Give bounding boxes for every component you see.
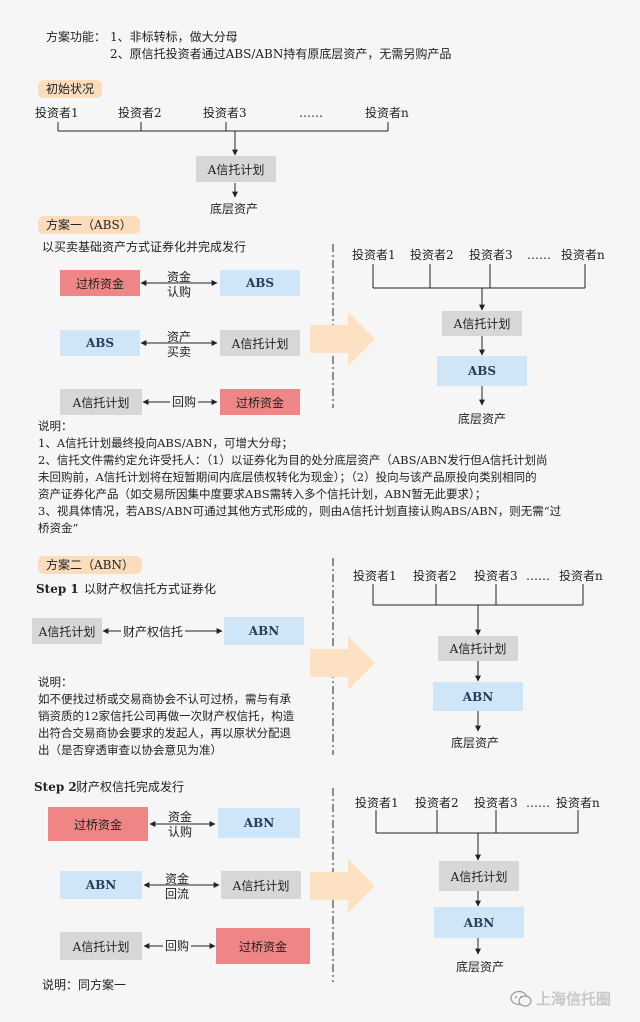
- big-arrow-1: [310, 312, 375, 366]
- step2-trust-box-3: A信托计划: [60, 932, 142, 960]
- initial-investor-3: 投资者3: [203, 106, 247, 120]
- step1-right-asset: 底层资产: [451, 736, 500, 750]
- plan1-notes: 说明： 1、A信托计划最终投向ABS/ABN，可增大分母； 2、信托文件需约定允…: [38, 418, 561, 537]
- initial-investor-ellipsis: ……: [299, 106, 323, 120]
- step2-abn-box-1: ABN: [218, 808, 300, 838]
- step1-note-0: 说明：: [38, 675, 73, 689]
- plan1-right-investor-1: 投资者1: [352, 248, 396, 262]
- plan1-note-1: 1、A信托计划最终投向ABS/ABN，可增大分母；: [38, 436, 293, 450]
- big-arrow-3: [310, 859, 375, 913]
- step2-right-investor-1: 投资者1: [355, 796, 399, 810]
- step2-right-trust-box: A信托计划: [439, 861, 519, 891]
- plan1-right-abs-box: ABS: [437, 356, 527, 386]
- plan1-label1-b: 认购: [167, 285, 192, 299]
- step1-title: Step 1: [36, 582, 79, 596]
- plan2-tag: 方案二（ABN）: [38, 556, 142, 574]
- initial-investor-1: 投资者1: [35, 106, 79, 120]
- big-arrow-2: [310, 636, 375, 690]
- plan1-trust-box-2: A信托计划: [220, 330, 300, 356]
- step2-right-abn-box: ABN: [434, 907, 524, 938]
- step1-right-investor-2: 投资者2: [413, 569, 457, 583]
- plan1-label3: 回购: [170, 395, 199, 409]
- step1-notes: 说明： 如不便找过桥或交易商协会不认可过桥，需与有承 销资质的12家信托公司再做…: [38, 674, 294, 759]
- plan1-right-trust-box: A信托计划: [442, 311, 522, 336]
- initial-tag: 初始状况: [38, 80, 103, 98]
- step1-right-abn-box: ABN: [433, 682, 523, 711]
- step2-label2-a: 资金: [165, 872, 190, 886]
- step1-right-trust-box: A信托计划: [438, 636, 518, 661]
- plan1-note-6: 桥资金”: [38, 521, 79, 535]
- plan1-abs-box-2: ABS: [60, 330, 140, 356]
- step1-note-4: 出（是否穿透审查以协会意见为准）: [38, 743, 222, 757]
- step2-abn-box-2: ABN: [60, 871, 142, 899]
- step1-trust-box: A信托计划: [32, 618, 102, 644]
- plan1-note-5: 3、视具体情况，若ABS/ABN可通过其他方式形成的，则由A信托计划直接认购AB…: [38, 504, 562, 518]
- step2-label2-b: 回流: [165, 887, 190, 901]
- step2-trust-box-2: A信托计划: [221, 871, 301, 899]
- step1-right-investor-3: 投资者3: [474, 569, 518, 583]
- step2-title: Step 2: [34, 780, 77, 794]
- step2-right-investor-n: 投资者n: [556, 796, 600, 810]
- step2-right-investor-3: 投资者3: [474, 796, 518, 810]
- step1-right-investor-n: 投资者n: [559, 569, 603, 583]
- step2-label1-a: 资金: [168, 810, 193, 824]
- plan1-right-investor-3: 投资者3: [469, 248, 513, 262]
- plan1-right-investor-ellipsis: ……: [527, 248, 551, 262]
- step1-note-2: 销资质的12家信托公司再做一次财产权信托，构造: [38, 709, 295, 723]
- step1-abn-box: ABN: [224, 617, 304, 645]
- initial-asset: 底层资产: [210, 202, 259, 216]
- initial-trust-box: A信托计划: [196, 156, 276, 182]
- plan1-subtitle: 以买卖基础资产方式证券化并完成发行: [42, 240, 247, 254]
- step2-label3: 回购: [163, 939, 192, 953]
- plan1-right-investor-n: 投资者n: [561, 248, 605, 262]
- plan1-bridge-box-3: 过桥资金: [220, 389, 300, 415]
- watermark: 上海信托圈: [510, 988, 611, 1009]
- initial-investor-n: 投资者n: [365, 106, 409, 120]
- header-line2: 2、原信托投资者通过ABS/ABN持有原底层资产，无需另购产品: [110, 47, 452, 61]
- watermark-text: 上海信托圈: [536, 990, 612, 1008]
- header-label: 方案功能：: [46, 30, 107, 44]
- step1-note-1: 如不便找过桥或交易商协会不认可过桥，需与有承: [38, 692, 291, 706]
- step2-bridge-box-1: 过桥资金: [48, 807, 148, 841]
- step1-right-investor-ellipsis: ……: [526, 569, 550, 583]
- step2-subtitle: 财产权信托完成发行: [76, 780, 185, 794]
- plan1-note-3: 未回购前，A信托计划将在短暂期间内底层债权转化为现金）；（2）投向与该产品原投向…: [38, 470, 537, 484]
- step2-bridge-box-3: 过桥资金: [216, 928, 310, 964]
- step2-right-asset: 底层资产: [456, 960, 505, 974]
- step1-right-investor-1: 投资者1: [353, 569, 397, 583]
- step2-right-investor-2: 投资者2: [415, 796, 459, 810]
- initial-investor-2: 投资者2: [118, 106, 162, 120]
- plan1-trust-box-3: A信托计划: [60, 389, 142, 415]
- plan1-abs-box-1: ABS: [220, 270, 300, 296]
- plan1-label1-a: 资金: [167, 270, 192, 284]
- wechat-icon: [510, 990, 532, 1007]
- plan1-note-4: 资产证券化产品（如交易所因集中度要求ABS需转入多个信托计划，ABN暂无此要求）…: [38, 487, 487, 501]
- step2-label1-b: 认购: [168, 825, 193, 839]
- step2-note: 说明：同方案一: [42, 978, 127, 992]
- step1-subtitle: 以财产权信托方式证券化: [84, 582, 217, 596]
- plan1-note-2: 2、信托文件需约定允许受托人：（1）以证券化为目的处分底层资产（ABS/ABN发…: [38, 453, 548, 467]
- plan1-tag: 方案一（ABS）: [38, 216, 140, 234]
- header-line1: 1、非标转标，做大分母: [110, 30, 238, 44]
- plan1-label2-b: 买卖: [167, 345, 192, 359]
- plan1-label2-a: 资产: [167, 330, 192, 344]
- step1-note-3: 出符合交易商协会要求的发起人，再以原状分配退: [38, 726, 291, 740]
- plan1-note-0: 说明：: [38, 419, 73, 433]
- plan1-right-investor-2: 投资者2: [410, 248, 454, 262]
- plan1-bridge-box-1: 过桥资金: [60, 270, 140, 296]
- step2-right-investor-ellipsis: ……: [526, 796, 550, 810]
- plan1-right-asset: 底层资产: [458, 412, 507, 426]
- step1-label: 财产权信托: [121, 625, 186, 639]
